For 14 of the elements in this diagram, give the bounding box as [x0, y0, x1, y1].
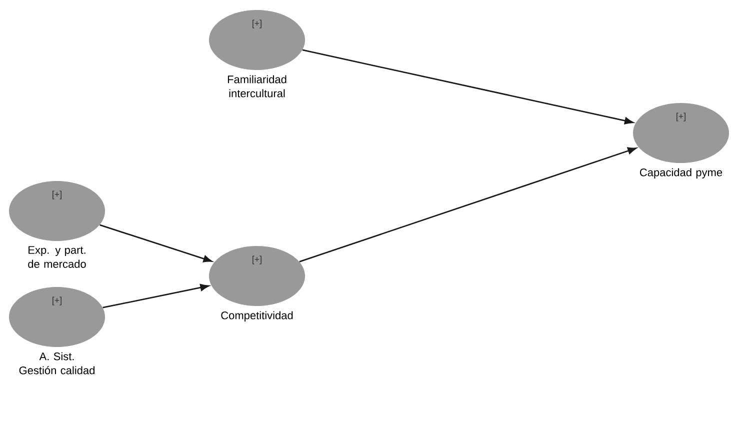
arrow: [299, 147, 636, 262]
arrow: [100, 224, 212, 262]
arrow: [302, 49, 634, 124]
plus-marker: [+]: [252, 256, 262, 264]
node-label: A. Sist. Gestión calidad: [19, 352, 94, 374]
plus-marker: [+]: [252, 20, 262, 28]
arrow: [102, 284, 209, 308]
node-label: Competitividad: [221, 311, 293, 322]
node-label: Familiaridad intercultural: [228, 75, 286, 98]
plus-marker: [+]: [676, 112, 686, 122]
plus-marker: [+]: [52, 296, 62, 306]
node-label: Capacidad pyme: [640, 168, 722, 178]
plus-marker: [+]: [52, 190, 62, 200]
node-label: Exp. y part. de mercado: [28, 246, 86, 268]
